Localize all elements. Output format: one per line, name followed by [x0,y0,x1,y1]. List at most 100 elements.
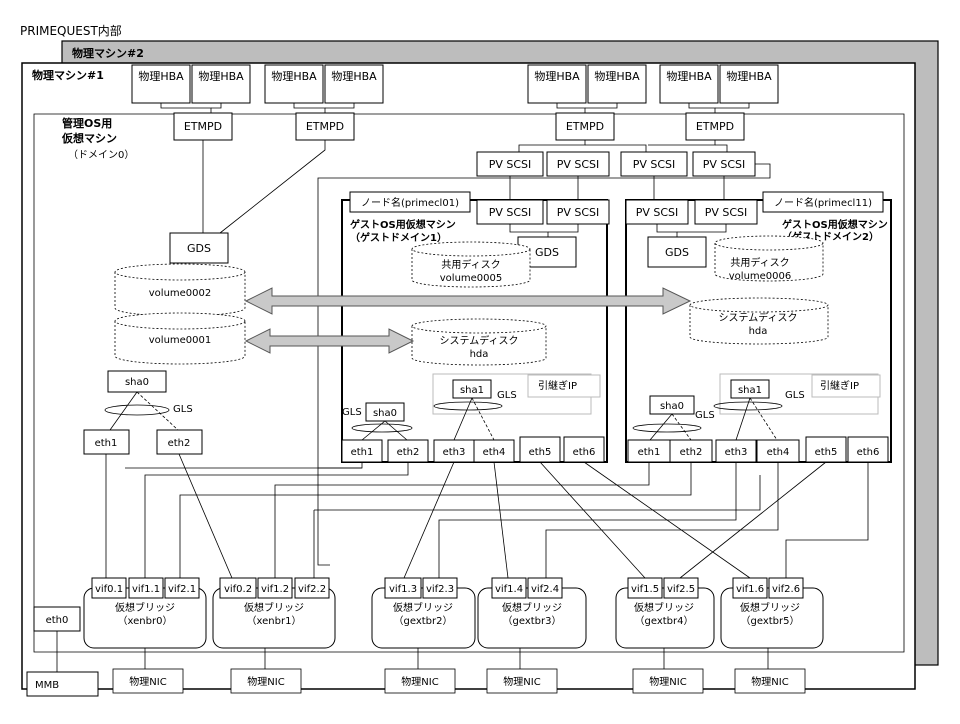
etmpd-label-4: ETMPD [696,120,734,133]
vif-2-4 [527,577,563,599]
guest1-sha1-label: sha1 [460,385,484,396]
guest1-eth5-label: eth5 [529,447,552,458]
pvscsi-top-group: PV SCSI PV SCSI PV SCSI PV SCSI [476,151,756,177]
machine1-label: 物理マシン#1 [32,68,104,82]
vif-1-4 [491,577,527,599]
physical-nic-2 [230,668,302,694]
guest2-takeover-ip: 引継ぎIP [820,379,859,392]
physical-nic-label-6: 物理NIC [751,675,788,688]
vif-1-1-label: vif1.1 [132,584,160,595]
mgmt-vm-label-1: 管理OS用 [62,116,112,130]
mgmt-storage-links [202,140,728,234]
vif-2-3-label: vif2.3 [426,584,454,595]
system-disk1-hda: hda [470,349,489,360]
physical-hba-group: 物理HBA 物理HBA 物理HBA 物理HBA 物理HBA 物理HBA 物理HB… [131,64,779,104]
vif-1-3-label: vif1.3 [389,584,417,595]
pvscsi-top-4 [692,151,756,177]
etmpd-4 [685,112,745,141]
pvscsi-guest2-label-1: PV SCSI [636,206,679,219]
shared-disk2-volume: volume0006 [729,271,792,282]
guest1-eth6 [563,436,605,463]
guest1-eth5 [519,436,561,463]
arrow-volume0002 [244,287,692,315]
vif-0-2 [219,577,257,599]
mgmt-vm-label-3: （ドメイン0） [68,149,134,161]
pvscsi-links [317,163,771,566]
physical-hba-8 [719,64,779,104]
diagram-title: PRIMEQUEST内部 [20,23,122,38]
physical-nic-5 [632,668,704,694]
guest1-eth1-label: eth1 [351,447,374,458]
mgmt-sha0-label: sha0 [125,377,149,388]
mmb-box [26,671,99,697]
mgmt-gls-label: GLS [173,404,193,415]
guest1-eth2-label: eth2 [397,447,420,458]
bridge-4-name: （gextbr4） [635,615,694,627]
pvscsi-guest1-label-2: PV SCSI [557,206,600,219]
guest2-eth4-label: eth4 [767,447,790,458]
vif-1-2 [257,577,293,599]
guest1-gds-links [509,224,579,237]
node-name-1-box [349,191,471,213]
guest1-takeover-ip: 引継ぎIP [538,379,577,392]
system-disk2-label: システムディスク [719,311,798,324]
mgmt-volumes [114,263,246,365]
etmpd-group: ETMPD ETMPD ETMPD ETMPD [173,112,745,141]
vif-1-2-label: vif1.2 [261,584,289,595]
physical-nic-6 [734,668,806,694]
physical-nic-label-1: 物理NIC [129,675,166,688]
guest1-label-2: （ゲストドメイン1） [350,231,447,244]
etmpd-label-2: ETMPD [306,120,344,133]
pvscsi-guest2-label-2: PV SCSI [705,206,748,219]
bridge-1-label: 仮想ブリッジ [244,601,304,614]
shared-disk2-label: 共用ディスク [730,256,789,269]
physical-hba-7 [659,64,719,104]
guest-disks [411,235,829,366]
bridge-4-label: 仮想ブリッジ [634,601,694,614]
mgmt-eth1-label: eth1 [95,438,118,449]
physical-hba-3 [264,64,324,104]
physical-nic-1 [112,668,184,694]
volume-0001: volume0001 [149,335,212,346]
guest1-eth3-label: eth3 [443,447,466,458]
vif-0-2-label: vif0.2 [224,584,252,595]
migration-arrows [244,287,692,354]
guest2-eth1-label: eth1 [638,447,661,458]
vif-1-5-label: vif1.5 [631,584,659,595]
guest2-gds-links [656,224,727,237]
pvscsi-top-label-1: PV SCSI [489,158,532,171]
mgmt-network: sha0 GLS eth1 eth2 [83,370,203,455]
gds-group: GDS GDS GDS [169,232,707,268]
vif-2-1-label: vif2.1 [168,584,196,595]
etmpd-label-1: ETMPD [184,120,222,133]
etmpd-3 [555,112,615,141]
physical-hba-label-3: 物理HBA [271,69,317,83]
pvscsi-guest1-label-1: PV SCSI [489,206,532,219]
vif-1-6 [732,577,768,599]
guest1-eth6-label: eth6 [573,447,596,458]
physical-hba-2 [191,64,251,104]
physical-hba-label-7: 物理HBA [666,69,712,83]
pvscsi-top-label-2: PV SCSI [557,158,600,171]
mgmt-eth2 [156,429,203,455]
hba-etmpd-links [160,103,750,113]
guest2-eth5-label: eth5 [815,447,838,458]
vif-1-3 [384,577,422,599]
shared-disk1-volume: volume0005 [440,273,503,284]
guest2-sha1-label: sha1 [738,385,762,396]
vif-2-4-label: vif2.4 [531,584,559,595]
guest2-eth6 [847,436,889,463]
vif-2-2 [294,577,330,599]
guest1-eths: eth1 eth2 eth3 eth4 eth5 eth6 [341,436,605,463]
physical-hba-4 [324,64,384,104]
physical-hba-6 [587,64,647,104]
pvscsi-guest1-group: PV SCSI PV SCSI [476,199,610,225]
guest2-eth2-label: eth2 [680,447,703,458]
guest2-eths: eth1 eth2 eth3 eth4 eth5 eth6 [627,436,889,463]
bridge-5-name: （gextbr5） [741,615,800,627]
pvscsi-guest2-2 [694,199,758,225]
etmpd-1 [173,112,233,141]
vif-1-4-label: vif1.4 [495,584,523,595]
bridge-5-label: 仮想ブリッジ [740,601,800,614]
guest1-sha0-label: sha0 [373,408,397,419]
